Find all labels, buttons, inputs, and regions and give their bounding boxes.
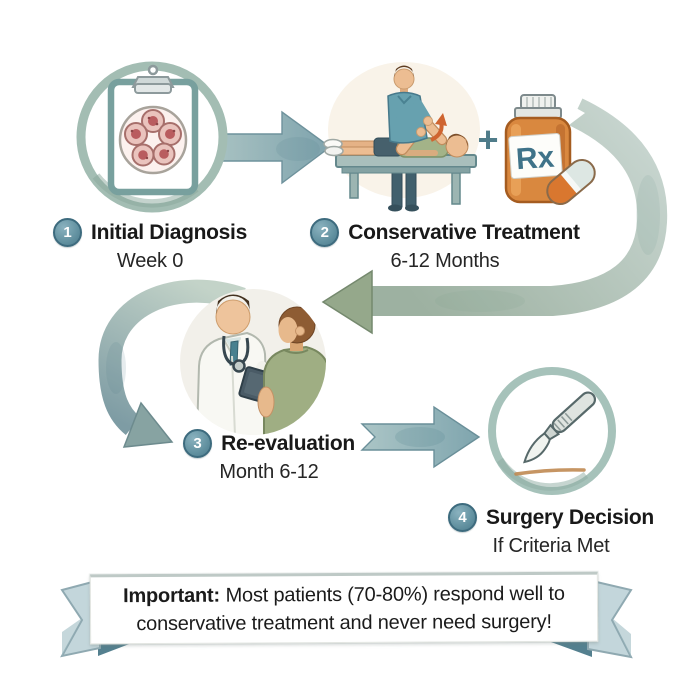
important-note-banner: Important:Most patients (70-80%) respond… [89,571,599,645]
step2-physical-therapy-illustration [323,62,480,212]
step1-label: 1 Initial Diagnosis Week 0 [22,218,278,273]
treatment-table [335,154,477,205]
step1-title: Initial Diagnosis [91,220,247,244]
step1-clipboard-cells-illustration [76,61,228,213]
step3-doctor-patient-illustration [180,289,326,435]
doctor [195,294,270,435]
step4-scalpel-illustration [488,367,616,495]
step1-subtitle: Week 0 [116,250,184,272]
step4-label: 4 Surgery Decision If Criteria Met [448,503,654,558]
capsule-icon [546,159,596,205]
step4-number-badge: 4 [448,503,478,532]
step4-subtitle: If Criteria Met [492,535,610,557]
rx-label: Rx [515,141,556,177]
plus-sign: + [477,119,498,160]
step3-number-badge: 3 [183,429,213,458]
step2-title: Conservative Treatment [348,220,580,244]
therapist [387,65,433,144]
stethoscope-icon [222,335,250,373]
motion-arrow-icon [430,113,447,142]
arrow-step3-to-step4 [360,405,481,469]
arrow-step1-to-step2 [204,110,332,185]
step4-title: Surgery Decision [486,505,654,529]
step3-subtitle: Month 6-12 [219,461,319,483]
step2-subtitle: 6-12 Months [390,250,500,272]
step3-label: 3 Re-evaluation Month 6-12 [168,429,370,484]
cell-cluster-icon [118,105,188,175]
banner-text: Important:Most patients (70-80%) respond… [91,579,597,638]
scalpel-icon [523,391,597,464]
step1-number-badge: 1 [53,218,83,247]
step3-title: Re-evaluation [221,431,355,455]
step2-label: 2 Conservative Treatment 6-12 Months [292,218,598,273]
banner-emphasis: Important: [123,584,221,607]
step2-number-badge: 2 [310,218,340,247]
loop-back-arrow [98,279,246,448]
rx-pill-bottle-icon: Rx [504,94,596,205]
